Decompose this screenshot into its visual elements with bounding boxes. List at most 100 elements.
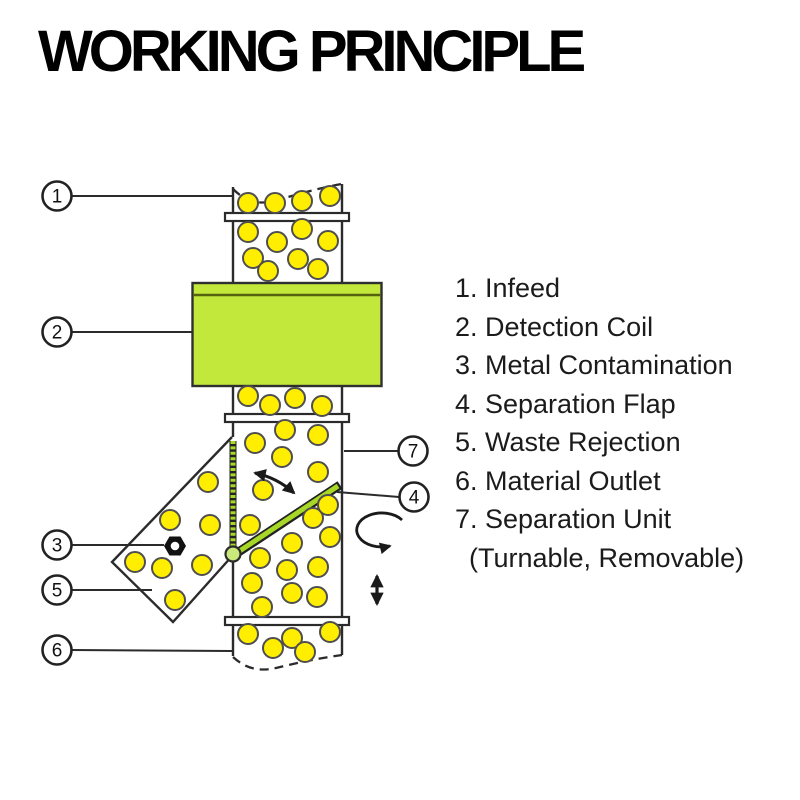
legend-item-separation-unit: 7.Separation Unit (455, 500, 744, 539)
legend-item-label: Separation Unit (485, 504, 672, 534)
particle (242, 247, 264, 269)
particle (151, 557, 173, 579)
particles-outlet (237, 621, 341, 663)
callout-separation-unit: 7 (344, 435, 429, 467)
detection-coil-body (191, 281, 383, 388)
particles-infeed (237, 185, 341, 214)
callout-metal-contamination: 3 (41, 529, 164, 561)
callout-infeed: 1 (41, 180, 233, 212)
particle (276, 559, 298, 581)
legend-item-waste-rejection: 5.Waste Rejection (455, 423, 744, 462)
legend-item-label: Detection Coil (485, 311, 654, 342)
particle (124, 551, 146, 573)
legend-list: 1.Infeed 2.Detection Coil 3.Metal Contam… (455, 269, 744, 577)
particle (319, 621, 341, 643)
legend-item-label: Metal Contamination (485, 350, 733, 380)
flange-bottom (223, 615, 351, 627)
metal-contamination-icon (164, 536, 186, 556)
legend-item-number: 4. (455, 388, 478, 419)
particles-below-coil (237, 385, 333, 417)
particles-waste-chute (124, 471, 221, 611)
particle (266, 231, 288, 253)
svg-text:1: 1 (52, 187, 63, 208)
legend-item-separation-unit-note: (Turnable, Removable) (469, 542, 745, 573)
callout-waste-rejection: 5 (41, 574, 152, 606)
particle (281, 532, 303, 554)
particle (237, 385, 259, 407)
particle (237, 192, 259, 214)
particle (307, 258, 329, 280)
legend-item-label: Infeed (485, 273, 561, 303)
particle (249, 547, 271, 569)
particle (311, 395, 333, 417)
particles-main-section (239, 419, 341, 618)
svg-text:7: 7 (408, 442, 419, 463)
particle (239, 514, 261, 536)
legend-item-metal-contamination: 3.Metal Contamination (455, 346, 744, 385)
legend-item-material-outlet: 6.Material Outlet (455, 462, 744, 501)
particle (307, 461, 329, 483)
particle (291, 218, 313, 240)
svg-text:2: 2 (52, 323, 63, 344)
legend-item-label: Separation Flap (485, 388, 676, 419)
particle (302, 507, 324, 529)
legend-item-number: 2. (455, 311, 478, 342)
rotate-arrow (355, 511, 403, 555)
callout-detection-coil: 2 (41, 316, 193, 348)
particle (251, 596, 273, 618)
particle (307, 424, 329, 446)
particle (159, 509, 181, 531)
particles-upper-pipe (237, 218, 339, 282)
legend-item-separation-flap: 4.Separation Flap (455, 385, 744, 424)
legend-item-number: 3. (455, 350, 478, 380)
flap-swing-arrow (253, 469, 296, 495)
particle (259, 394, 281, 416)
particle (306, 586, 328, 608)
particle (271, 446, 293, 468)
flange-top (223, 211, 351, 223)
svg-text:4: 4 (409, 488, 420, 509)
svg-text:5: 5 (52, 581, 63, 602)
particle (319, 185, 341, 207)
particle (262, 637, 284, 659)
flap-pivot (224, 545, 242, 563)
particle (287, 248, 309, 270)
particle (294, 641, 316, 663)
particle (281, 582, 303, 604)
particle (164, 589, 186, 611)
particle (241, 572, 263, 594)
particle (284, 387, 306, 409)
particle (291, 190, 313, 212)
callout-separation-flap: 4 (336, 481, 430, 513)
particle (319, 526, 341, 548)
particle (317, 230, 339, 252)
pipe-bottom-break-line (232, 653, 343, 671)
callout-material-outlet: 6 (41, 634, 233, 666)
legend-item-number: 7. (455, 504, 478, 534)
particle (317, 494, 339, 516)
legend-item-detection-coil: 2.Detection Coil (455, 308, 744, 347)
legend-item-number: 1. (455, 273, 478, 303)
particle (281, 627, 303, 649)
legend-item-label: Waste Rejection (485, 427, 681, 457)
particle (237, 623, 259, 645)
particle (264, 192, 286, 214)
pipe-top-break-line (232, 182, 343, 204)
legend-item-number: 5. (455, 427, 478, 457)
particle (199, 514, 221, 536)
svg-text:6: 6 (52, 641, 63, 662)
detection-coil (191, 281, 383, 388)
legend-item-label: Material Outlet (485, 465, 661, 496)
legend-item-infeed: 1.Infeed (455, 269, 744, 308)
particle (274, 419, 296, 441)
particle (257, 260, 279, 282)
particle (252, 479, 274, 501)
particle (197, 471, 219, 493)
particle (237, 221, 259, 243)
particle (191, 554, 213, 576)
particle (244, 432, 266, 454)
page-title: WORKING PRINCIPLE (38, 19, 586, 84)
svg-text:3: 3 (52, 536, 63, 557)
